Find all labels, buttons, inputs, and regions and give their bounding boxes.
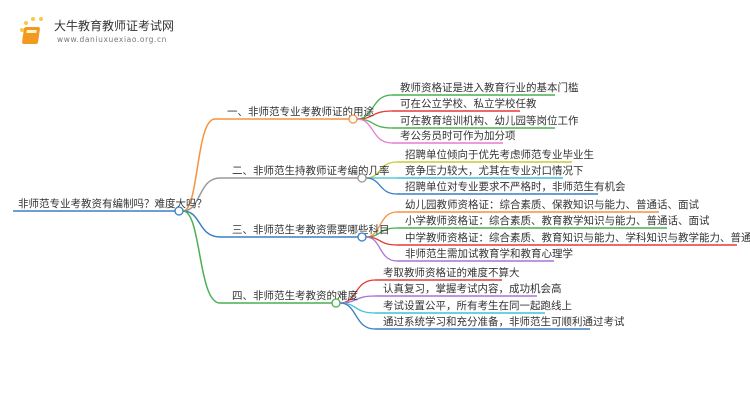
leaf-topic[interactable]: 招聘单位对专业要求不严格时，非师范生有机会: [405, 180, 626, 193]
root-node-toggle[interactable]: [174, 206, 184, 216]
branch-topic[interactable]: 三、非师范生考教资需要哪些科目: [232, 223, 390, 236]
logo-url: www.daniuxuexiao.org.cn: [57, 35, 167, 44]
leaf-topic[interactable]: 中学教师资格证：综合素质、教育知识与能力、学科知识与教学能力、普通话、面试: [405, 231, 750, 244]
leaf-topic[interactable]: 认真复习，掌握考试内容，成功机会高: [383, 282, 562, 295]
leaf-topic[interactable]: 通过系统学习和充分准备，非师范生可顺利通过考试: [383, 315, 625, 328]
branch-topic[interactable]: 四、非师范生考教资的难度: [232, 289, 358, 302]
branch-connector: [182, 177, 221, 212]
leaf-connector: [365, 177, 398, 195]
branch-connector: [182, 210, 221, 238]
leaf-topic[interactable]: 小学教师资格证：综合素质、教育教学知识与能力、普通话、面试: [405, 214, 710, 227]
branch-node-toggle[interactable]: [357, 232, 367, 242]
branch-node-toggle[interactable]: [357, 173, 367, 183]
leaf-topic[interactable]: 考试设置公平，所有考生在同一起跑线上: [383, 299, 572, 312]
leaf-topic[interactable]: 可在教育培训机构、幼儿园等岗位工作: [400, 114, 579, 127]
leaf-topic[interactable]: 考取教师资格证的难度不算大: [383, 266, 520, 279]
branch-connector: [182, 210, 221, 304]
leaf-connector: [356, 118, 393, 144]
branch-node-toggle[interactable]: [331, 298, 341, 308]
logo: 大牛教育教师证考试网 www.daniuxuexiao.org.cn: [20, 17, 174, 44]
leaf-topic[interactable]: 招聘单位倾向于优先考虑师范专业毕业生: [405, 148, 594, 161]
logo-title: 大牛教育教师证考试网: [54, 18, 174, 33]
leaf-topic[interactable]: 教师资格证是进入教育行业的基本门槛: [400, 81, 579, 94]
leaf-topic[interactable]: 竞争压力较大，尤其在专业对口情况下: [405, 164, 584, 177]
root-topic[interactable]: 非师范专业考教资有编制吗？难度大吗？: [18, 197, 207, 210]
branch-topic[interactable]: 一、非师范专业考教师证的用途: [227, 105, 374, 118]
leaf-connector: [339, 302, 376, 330]
leaf-topic[interactable]: 考公务员时可作为加分项: [400, 129, 516, 142]
branch-connector: [182, 118, 216, 212]
branch-node-toggle[interactable]: [348, 114, 358, 124]
leaf-topic[interactable]: 非师范生需加试教育学和教育心理学: [405, 247, 573, 260]
leaf-connector: [365, 236, 398, 262]
book-logo-icon: [20, 17, 43, 44]
leaf-topic[interactable]: 可在公立学校、私立学校任教: [400, 97, 537, 110]
leaf-topic[interactable]: 幼儿园教师资格证：综合素质、保教知识与能力、普通话、面试: [405, 198, 699, 211]
branch-topic[interactable]: 二、非师范生持教师证考编的几率: [232, 164, 390, 177]
